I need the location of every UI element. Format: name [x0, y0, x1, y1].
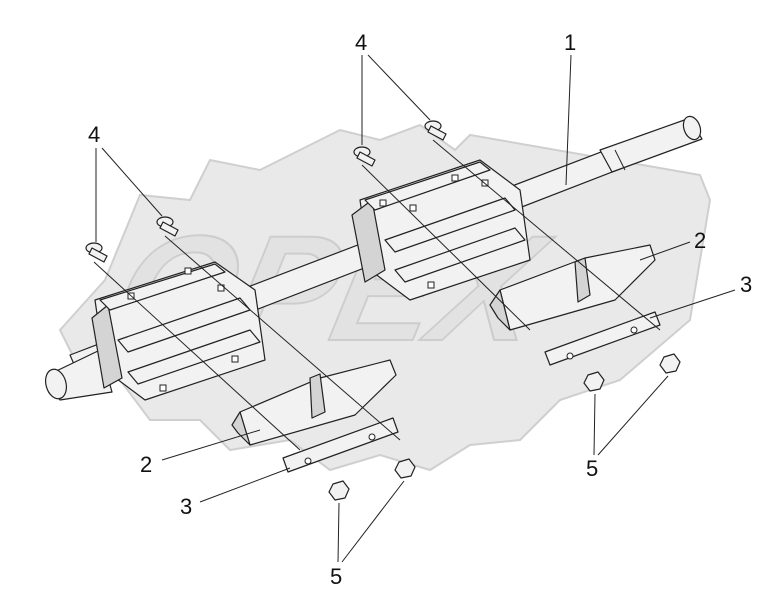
nut-left-2: [394, 458, 416, 479]
nut-left-1: [328, 480, 350, 501]
callout-wedge-right: 2: [694, 228, 706, 253]
wedge-right: [489, 244, 656, 331]
bolts: [85, 120, 447, 263]
callout-nuts-left: 5: [330, 564, 342, 589]
callout-bolts-right: 4: [355, 30, 367, 55]
callout-nuts-right: 5: [586, 456, 598, 481]
callout-plate-right: 3: [740, 272, 752, 297]
wedge-left: [231, 359, 397, 446]
bolt-right-1: [353, 146, 376, 167]
callout-bolts-left: 4: [88, 122, 100, 147]
drum-left: [91, 261, 266, 401]
callout-wedge-left: 2: [140, 452, 152, 477]
watermark-gear: [58, 123, 712, 472]
callout-shaft: 1: [564, 30, 576, 55]
callouts: 1 4 4 2 3 2 3 5 5: [88, 30, 752, 589]
leader-lines: [93, 54, 736, 563]
plate-left: [282, 417, 399, 473]
nut-right-1: [583, 371, 605, 392]
callout-plate-left: 3: [180, 494, 192, 519]
nut-right-2: [659, 353, 681, 374]
bolt-right-2: [424, 120, 447, 141]
nuts: [328, 353, 681, 501]
bolt-left-1: [85, 242, 108, 263]
bolt-left-2: [156, 216, 179, 237]
plate-right: [544, 311, 661, 366]
